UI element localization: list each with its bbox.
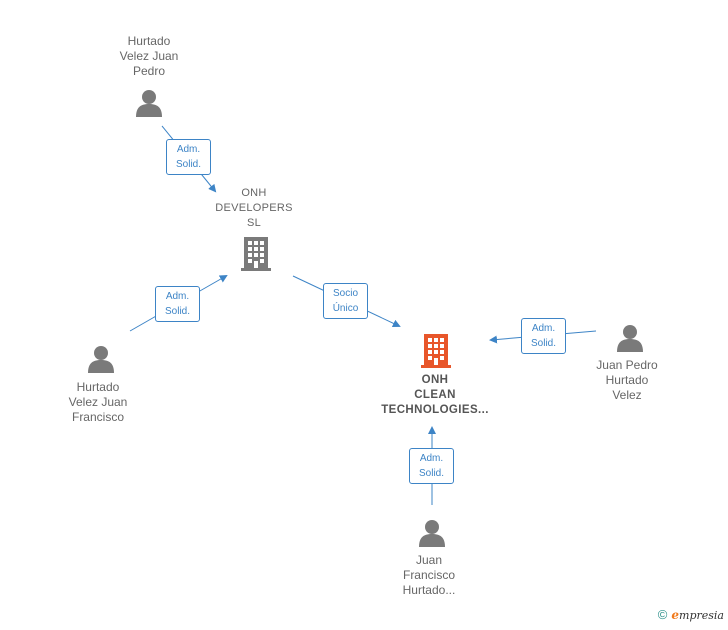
brand-initial: e bbox=[671, 608, 680, 622]
relation-line: Socio bbox=[332, 288, 358, 299]
label-line: SL bbox=[246, 217, 262, 229]
label-line: Hurtado bbox=[127, 34, 171, 48]
footer-brand: ©empresia bbox=[658, 607, 724, 622]
node-label-hurtado-velez-juan-francisco[interactable]: Hurtado Velez Juan Francisco bbox=[48, 380, 148, 425]
relation-line: Adm. bbox=[531, 323, 556, 334]
node-label-juan-pedro-hurtado-velez[interactable]: Juan Pedro Hurtado Velez bbox=[577, 358, 677, 403]
relation-line: Adm. bbox=[419, 453, 444, 464]
label-line: Velez Juan bbox=[119, 49, 179, 63]
label-line: ONH bbox=[241, 187, 267, 199]
label-line: Hurtado bbox=[76, 380, 120, 394]
label-line: CLEAN bbox=[414, 389, 456, 401]
relation-badge[interactable]: Adm. Solid. bbox=[521, 318, 566, 354]
label-line: Francisco bbox=[71, 410, 124, 424]
label-line: Juan Pedro bbox=[596, 358, 658, 372]
relation-badge[interactable]: Adm. Solid. bbox=[409, 448, 454, 484]
label-line: Juan bbox=[415, 553, 443, 567]
label-line: Francisco bbox=[402, 568, 455, 582]
node-label-juan-francisco-hurtado[interactable]: Juan Francisco Hurtado... bbox=[379, 553, 479, 598]
relation-line: Adm. bbox=[165, 291, 190, 302]
label-line: Pedro bbox=[132, 64, 166, 78]
building-icon bbox=[421, 334, 451, 368]
label-line: Velez Juan bbox=[68, 395, 128, 409]
node-label-onh-developers[interactable]: ONH DEVELOPERS SL bbox=[204, 186, 304, 231]
label-line: Velez bbox=[612, 388, 642, 402]
label-line: ONH bbox=[421, 374, 449, 386]
label-line: Hurtado... bbox=[402, 583, 456, 597]
building-icon bbox=[241, 237, 271, 271]
label-line: TECHNOLOGIES... bbox=[381, 404, 489, 416]
person-icon bbox=[617, 325, 643, 352]
relation-badge[interactable]: Socio Único bbox=[323, 283, 368, 319]
relation-badge[interactable]: Adm. Solid. bbox=[166, 139, 211, 175]
relation-badge[interactable]: Adm. Solid. bbox=[155, 286, 200, 322]
relation-line: Solid. bbox=[175, 159, 201, 170]
node-label-onh-clean-technologies[interactable]: ONH CLEAN TECHNOLOGIES... bbox=[365, 373, 505, 418]
label-line: Hurtado bbox=[605, 373, 649, 387]
brand-name: mpresia bbox=[679, 609, 724, 622]
node-label-hurtado-velez-juan-pedro[interactable]: Hurtado Velez Juan Pedro bbox=[99, 34, 199, 79]
relation-line: Solid. bbox=[418, 468, 444, 479]
relation-line: Solid. bbox=[164, 306, 190, 317]
person-icon bbox=[419, 520, 445, 547]
person-icon bbox=[136, 90, 162, 117]
copyright-icon: © bbox=[657, 607, 668, 622]
person-icon bbox=[88, 346, 114, 373]
relation-line: Único bbox=[332, 303, 359, 314]
relation-line: Solid. bbox=[530, 338, 556, 349]
label-line: DEVELOPERS bbox=[215, 202, 293, 214]
relation-line: Adm. bbox=[176, 144, 201, 155]
